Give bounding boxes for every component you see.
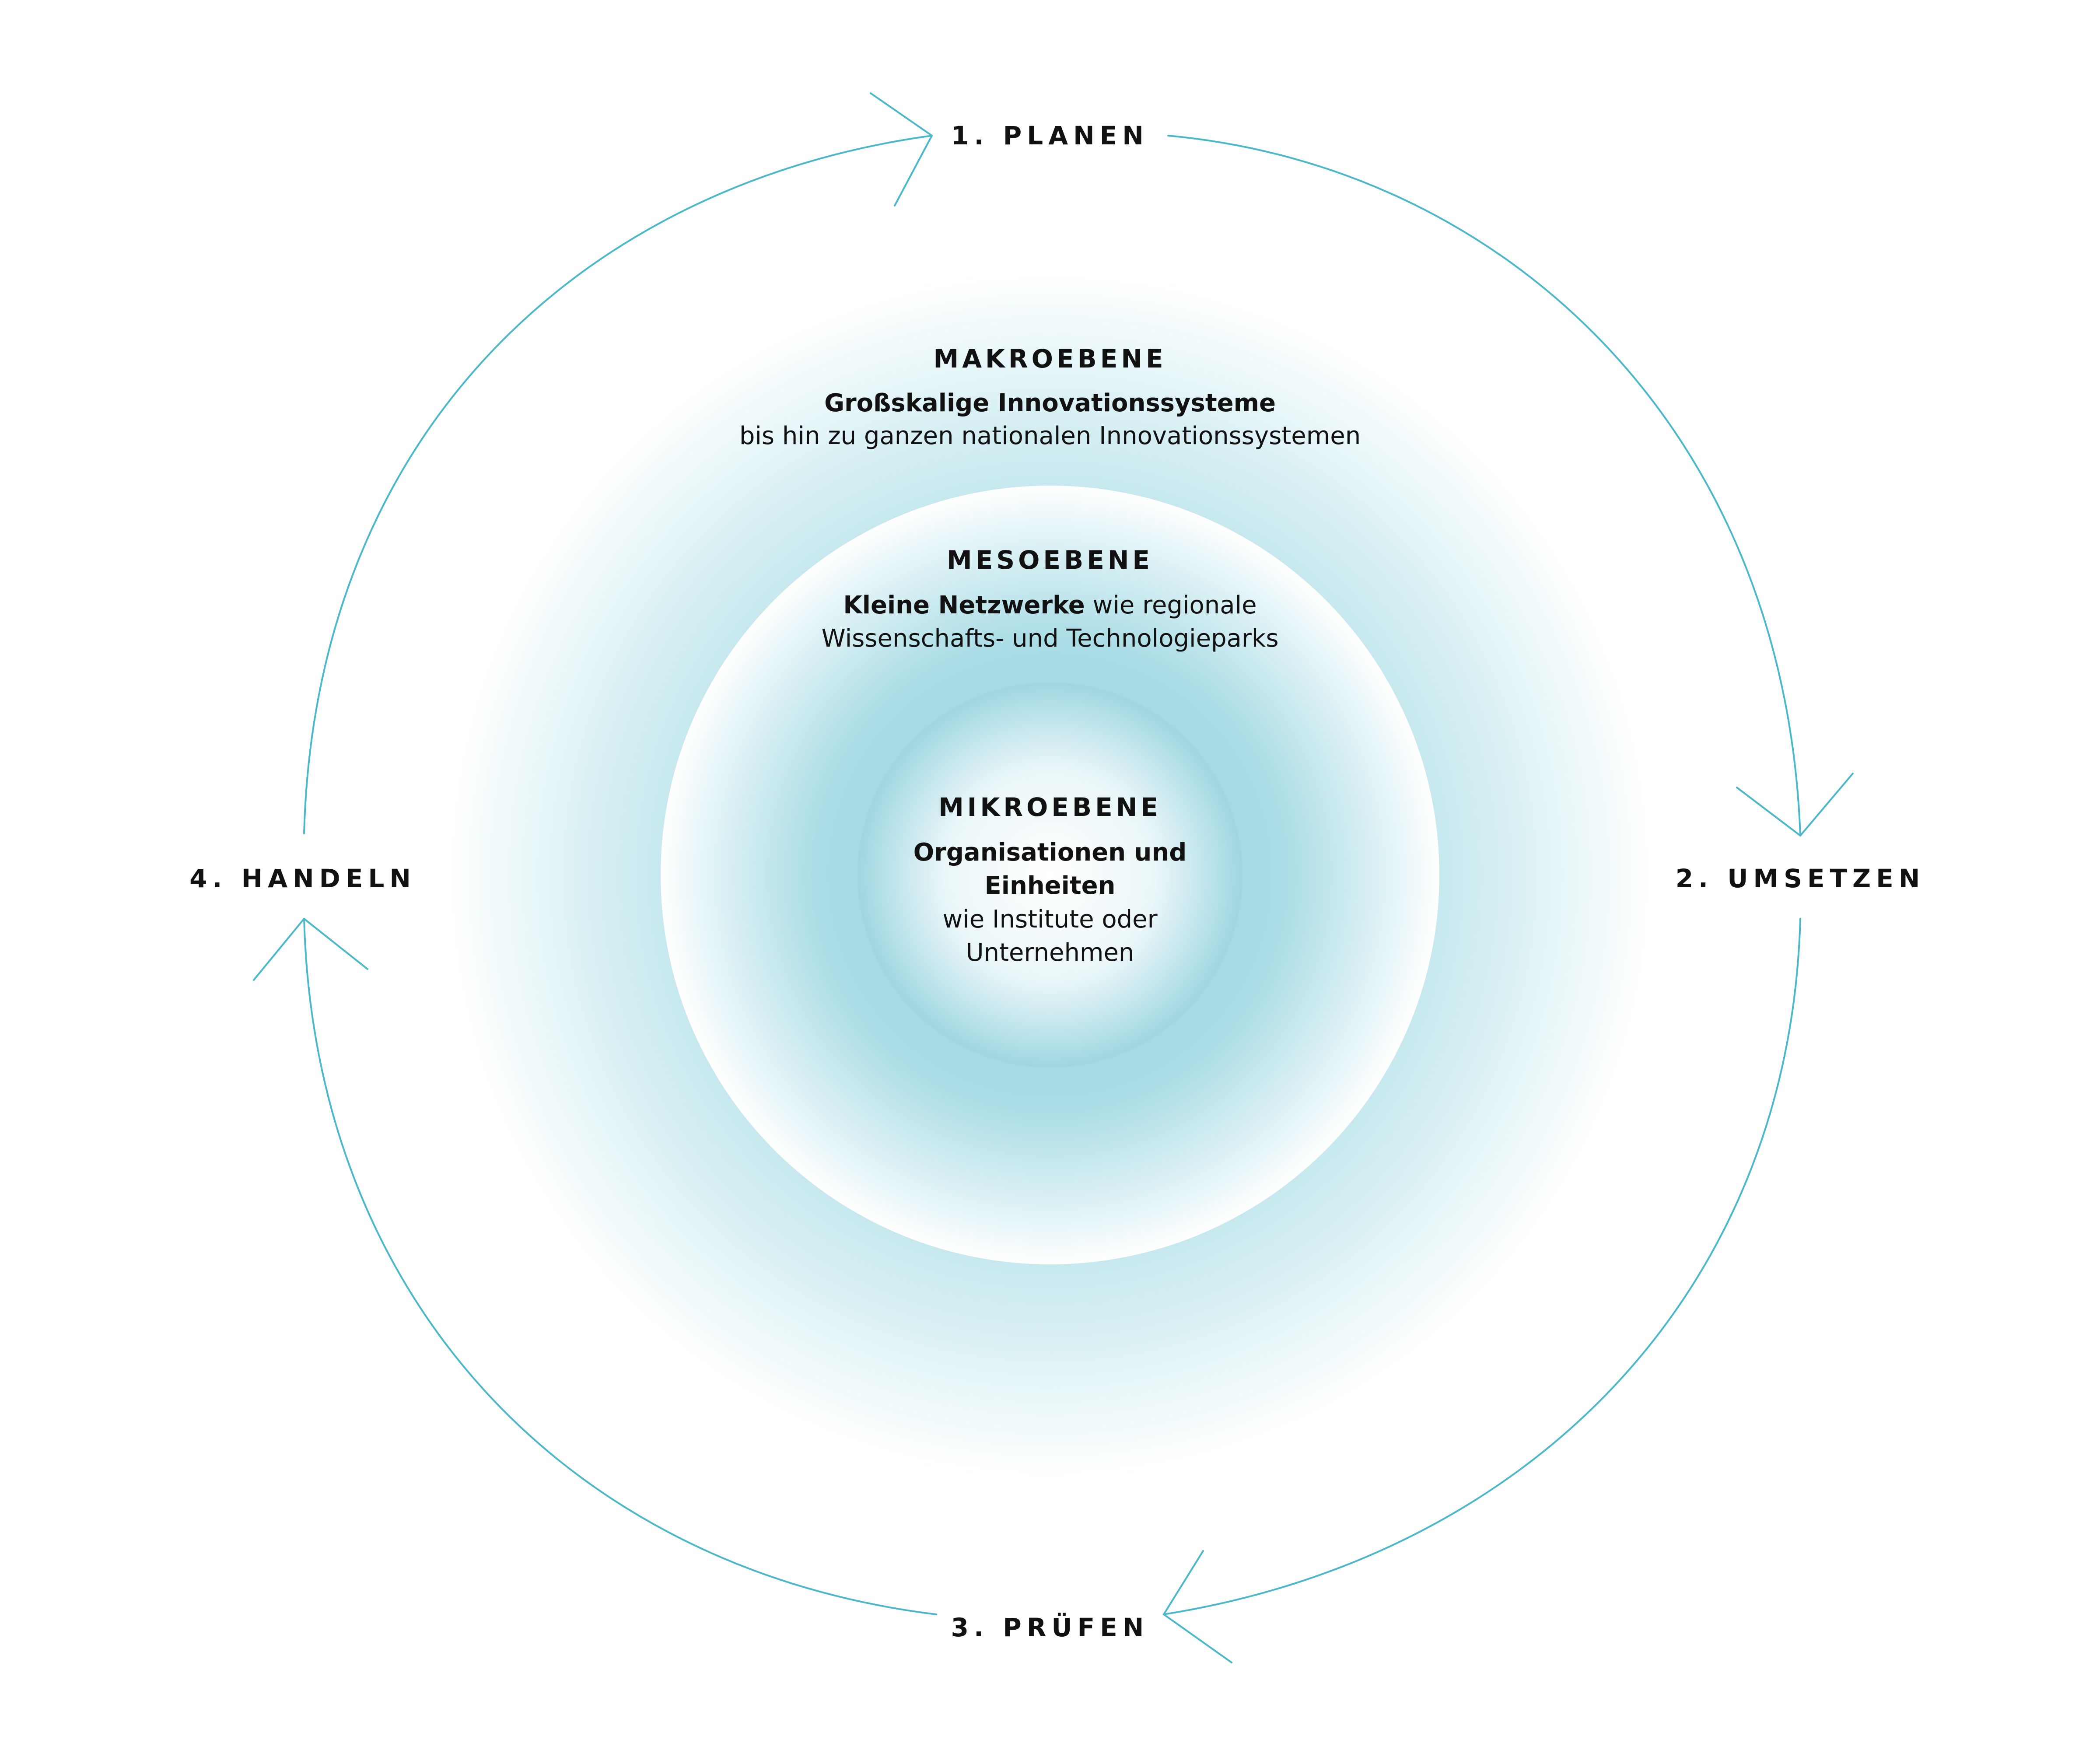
arrowhead-planen-icon (870, 92, 933, 206)
micro-text-line2: Unternehmen (966, 938, 1134, 967)
arrowhead-pruefen-icon (1163, 1550, 1232, 1663)
cycle-arrows (253, 92, 1854, 1663)
arc-pruefen-to-handeln (303, 918, 937, 1615)
meso-title: MESOEBENE (947, 545, 1153, 575)
step-label-planen: 1. PLANEN (951, 121, 1149, 150)
arc-umsetzen-to-pruefen (1163, 918, 1801, 1615)
macro-level-text: MAKROEBENE Großskalige Innovationssystem… (739, 344, 1361, 450)
macro-description: bis hin zu ganzen nationalen Innovations… (739, 422, 1361, 450)
meso-inline-text: wie regionale (1085, 591, 1257, 620)
meso-strong: Kleine Netzwerke (843, 591, 1085, 620)
meso-line1: Kleine Netzwerke wie regionale (843, 591, 1256, 620)
arc-planen-to-umsetzen (1167, 135, 1801, 836)
arrowhead-umsetzen-icon (1736, 773, 1854, 836)
step-label-pruefen: 3. PRÜFEN (951, 1612, 1149, 1642)
micro-level-disc (858, 682, 1242, 1068)
meso-level-text: MESOEBENE Kleine Netzwerke wie regionale… (821, 545, 1278, 653)
micro-strong-line2: Einheiten (985, 872, 1116, 900)
micro-level-text: MIKROEBENE Organisationen und Einheiten … (914, 792, 1187, 967)
micro-text-line1: wie Institute oder (942, 905, 1158, 934)
micro-strong-line1: Organisationen und (914, 838, 1187, 867)
step-label-umsetzen: 2. UMSETZEN (1676, 864, 1925, 893)
arrowhead-handeln-icon (253, 918, 368, 981)
micro-title: MIKROEBENE (938, 792, 1162, 822)
macro-title: MAKROEBENE (933, 344, 1166, 374)
macro-strong: Großskalige Innovationssysteme (824, 389, 1276, 417)
arc-handeln-to-planen (303, 135, 933, 834)
step-label-handeln: 4. HANDELN (189, 864, 416, 893)
meso-line2: Wissenschafts- und Technologieparks (821, 624, 1278, 653)
